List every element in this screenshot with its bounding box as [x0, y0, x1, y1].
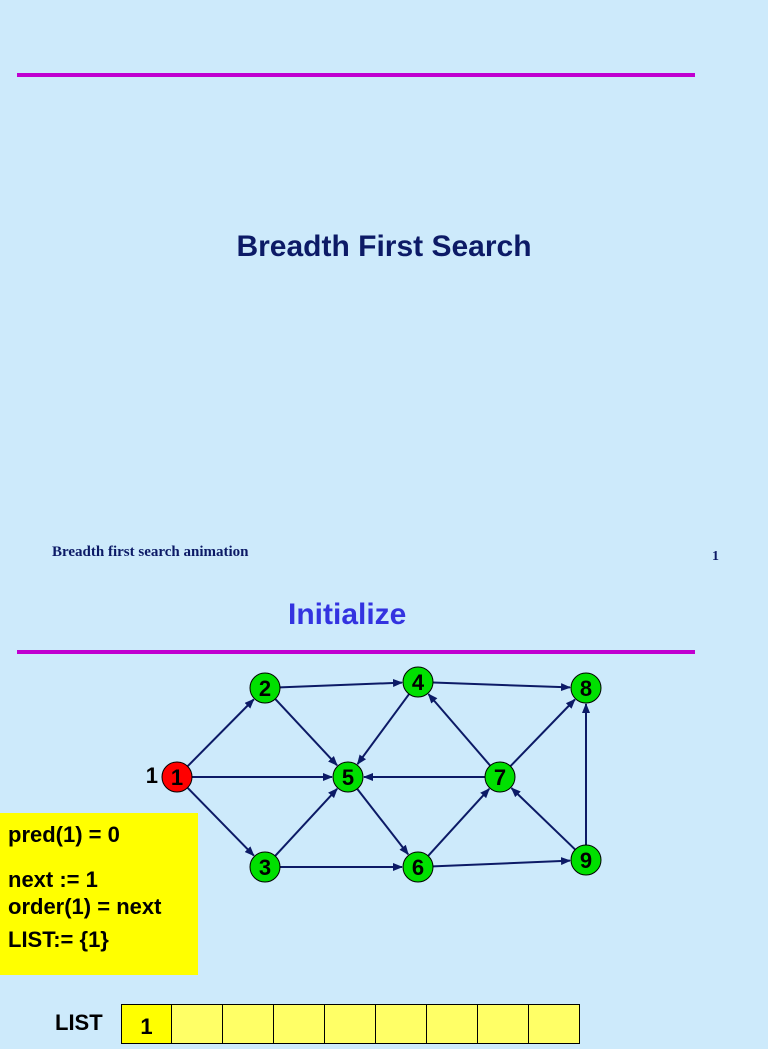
edge-7-to-8: [509, 698, 576, 767]
edge-2-to-4: [279, 678, 404, 689]
info-line: LIST:= {1}: [8, 927, 109, 952]
edge-4-to-8: [432, 681, 572, 692]
info-line: next := 1: [8, 867, 98, 892]
edge-6-to-9: [432, 857, 572, 868]
list-cell: [529, 1004, 580, 1044]
list-cell: [427, 1004, 478, 1044]
info-line: pred(1) = 0: [8, 822, 120, 847]
list-cell: 1: [121, 1004, 172, 1044]
node-6: 6: [402, 851, 434, 883]
node-label: 5: [342, 765, 354, 790]
edge-9-to-7: [510, 787, 576, 851]
node-label: 2: [259, 676, 271, 701]
node-3: 3: [249, 851, 281, 883]
list-cell: [274, 1004, 325, 1044]
node-label: 1: [171, 765, 183, 790]
graph-nodes: 11 2 3 4 5 6 7 8 9: [146, 666, 602, 883]
node-4: 4: [402, 666, 434, 698]
node-order-label: 1: [146, 763, 158, 788]
node-circle: [402, 851, 434, 883]
list-label: LIST: [55, 1010, 103, 1035]
edge-2-to-5: [274, 698, 338, 767]
list-cell: [325, 1004, 376, 1044]
edge-1-to-3: [186, 787, 255, 857]
graph-edges: [186, 678, 590, 871]
node-1: 11: [146, 761, 193, 793]
edge-3-to-5: [274, 788, 338, 857]
node-8: 8: [570, 672, 602, 704]
node-circle: [161, 761, 193, 793]
step-divider: [17, 650, 695, 654]
node-circle: [402, 666, 434, 698]
list-cell: [376, 1004, 427, 1044]
list-cell: [172, 1004, 223, 1044]
edge-5-to-6: [356, 788, 409, 856]
top-divider: [17, 73, 695, 77]
node-label: 6: [412, 855, 424, 880]
slide-title: Breadth First Search: [236, 230, 532, 263]
node-2: 2: [249, 672, 281, 704]
node-9: 9: [570, 844, 602, 876]
edge-1-to-2: [186, 698, 255, 768]
node-7: 7: [484, 761, 516, 793]
node-circle: [570, 672, 602, 704]
edge-6-to-7: [427, 788, 490, 857]
node-circle: [484, 761, 516, 793]
node-label: 7: [494, 765, 506, 790]
bfs-graph: 11 2 3 4 5 6 7 8 9: [146, 666, 602, 883]
info-box: pred(1) = 0 next := 1 order(1) = next LI…: [0, 813, 198, 975]
list-cell: [478, 1004, 529, 1044]
info-line: order(1) = next: [8, 894, 162, 919]
page-number: 1: [712, 549, 719, 564]
footer-text: Breadth first search animation: [52, 544, 249, 560]
node-circle: [249, 851, 281, 883]
node-label: 9: [580, 848, 592, 873]
edge-4-to-5: [356, 693, 410, 765]
list-table: 1: [121, 1004, 580, 1044]
node-label: 3: [259, 855, 271, 880]
node-circle: [249, 672, 281, 704]
step-title: Initialize: [288, 598, 407, 631]
edge-7-to-4: [427, 693, 491, 767]
list-cell: [223, 1004, 274, 1044]
node-label: 8: [580, 676, 592, 701]
node-circle: [570, 844, 602, 876]
node-5: 5: [332, 761, 364, 793]
node-circle: [332, 761, 364, 793]
node-label: 4: [412, 670, 425, 695]
